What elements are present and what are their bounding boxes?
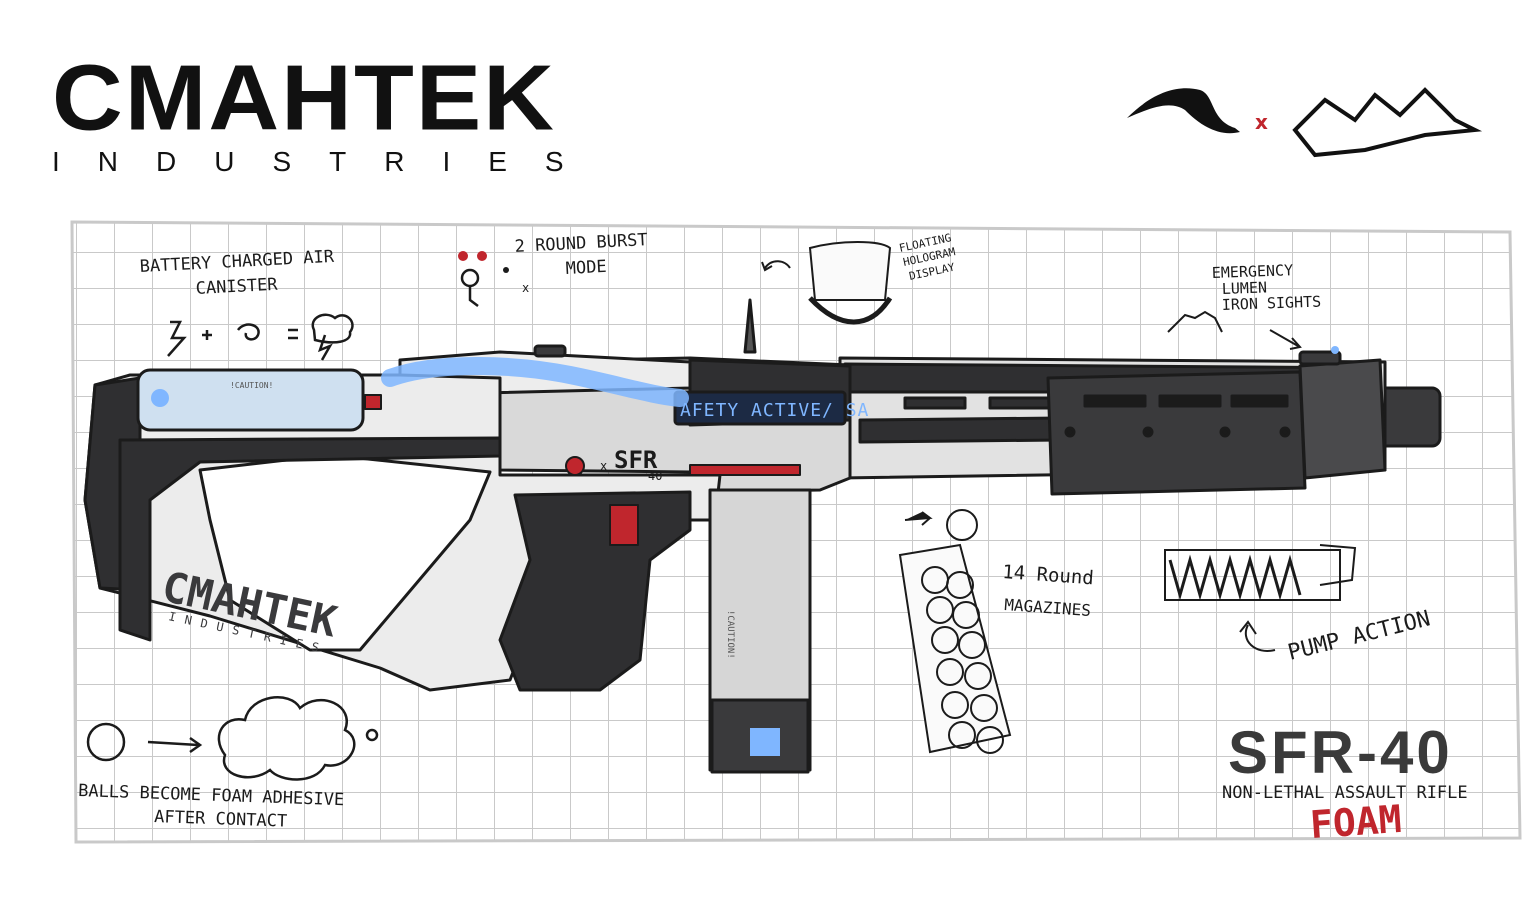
canister-label: !CAUTION!	[230, 381, 273, 390]
product-variant: FOAM	[1308, 796, 1403, 848]
rifle-drawing	[83, 298, 1442, 774]
burst-selector-icon	[458, 251, 509, 307]
collab-separator: x	[1255, 110, 1268, 134]
product-description: NON-LETHAL ASSAULT RIFLE	[1222, 783, 1468, 803]
wave-logo-icon	[1127, 88, 1240, 134]
hologram-sketch-icon	[761, 241, 893, 325]
signature-icon	[1292, 87, 1483, 158]
receiver-mark: SFR	[614, 446, 658, 474]
front-sight	[1298, 350, 1342, 366]
antenna	[743, 298, 757, 354]
pistol-grip	[498, 490, 692, 692]
foam-ball-sketch-icon	[86, 696, 379, 781]
display-readout: AFETY ACTIVE/ SA	[680, 400, 869, 421]
magazine-sketch-icon	[898, 509, 1012, 754]
collab-logos	[1127, 87, 1483, 158]
iron-sight-sketch-icon	[1167, 310, 1223, 333]
receiver-x: x	[600, 459, 607, 473]
air-equation-icon	[167, 313, 354, 361]
note-burst-line2: MODE	[565, 257, 607, 279]
note-battery-line2: CANISTER	[195, 275, 279, 299]
hologram-display	[673, 390, 847, 426]
note-sights-line3: IRON SIGHTS	[1222, 293, 1322, 314]
energy-tube	[381, 357, 689, 407]
pump-collar	[1298, 358, 1387, 480]
spring-sketch-icon	[1164, 544, 1357, 652]
note-burst-x: x	[522, 281, 529, 295]
note-sights-line1: EMERGENCY	[1212, 261, 1294, 282]
air-canister	[136, 368, 365, 432]
brand-logo: CMAHTEK	[52, 44, 556, 150]
receiver-sub: 40	[648, 469, 662, 483]
rear-sight	[533, 344, 567, 358]
note-balls-line2: AFTER CONTACT	[154, 807, 288, 832]
product-model: SFR-40	[1228, 719, 1453, 786]
handguard	[1046, 370, 1307, 496]
brand-subtitle: INDUSTRIES	[52, 146, 602, 177]
mag-label: !CAUTION!	[725, 610, 735, 659]
note-sights-line2: LUMEN	[1222, 278, 1268, 298]
